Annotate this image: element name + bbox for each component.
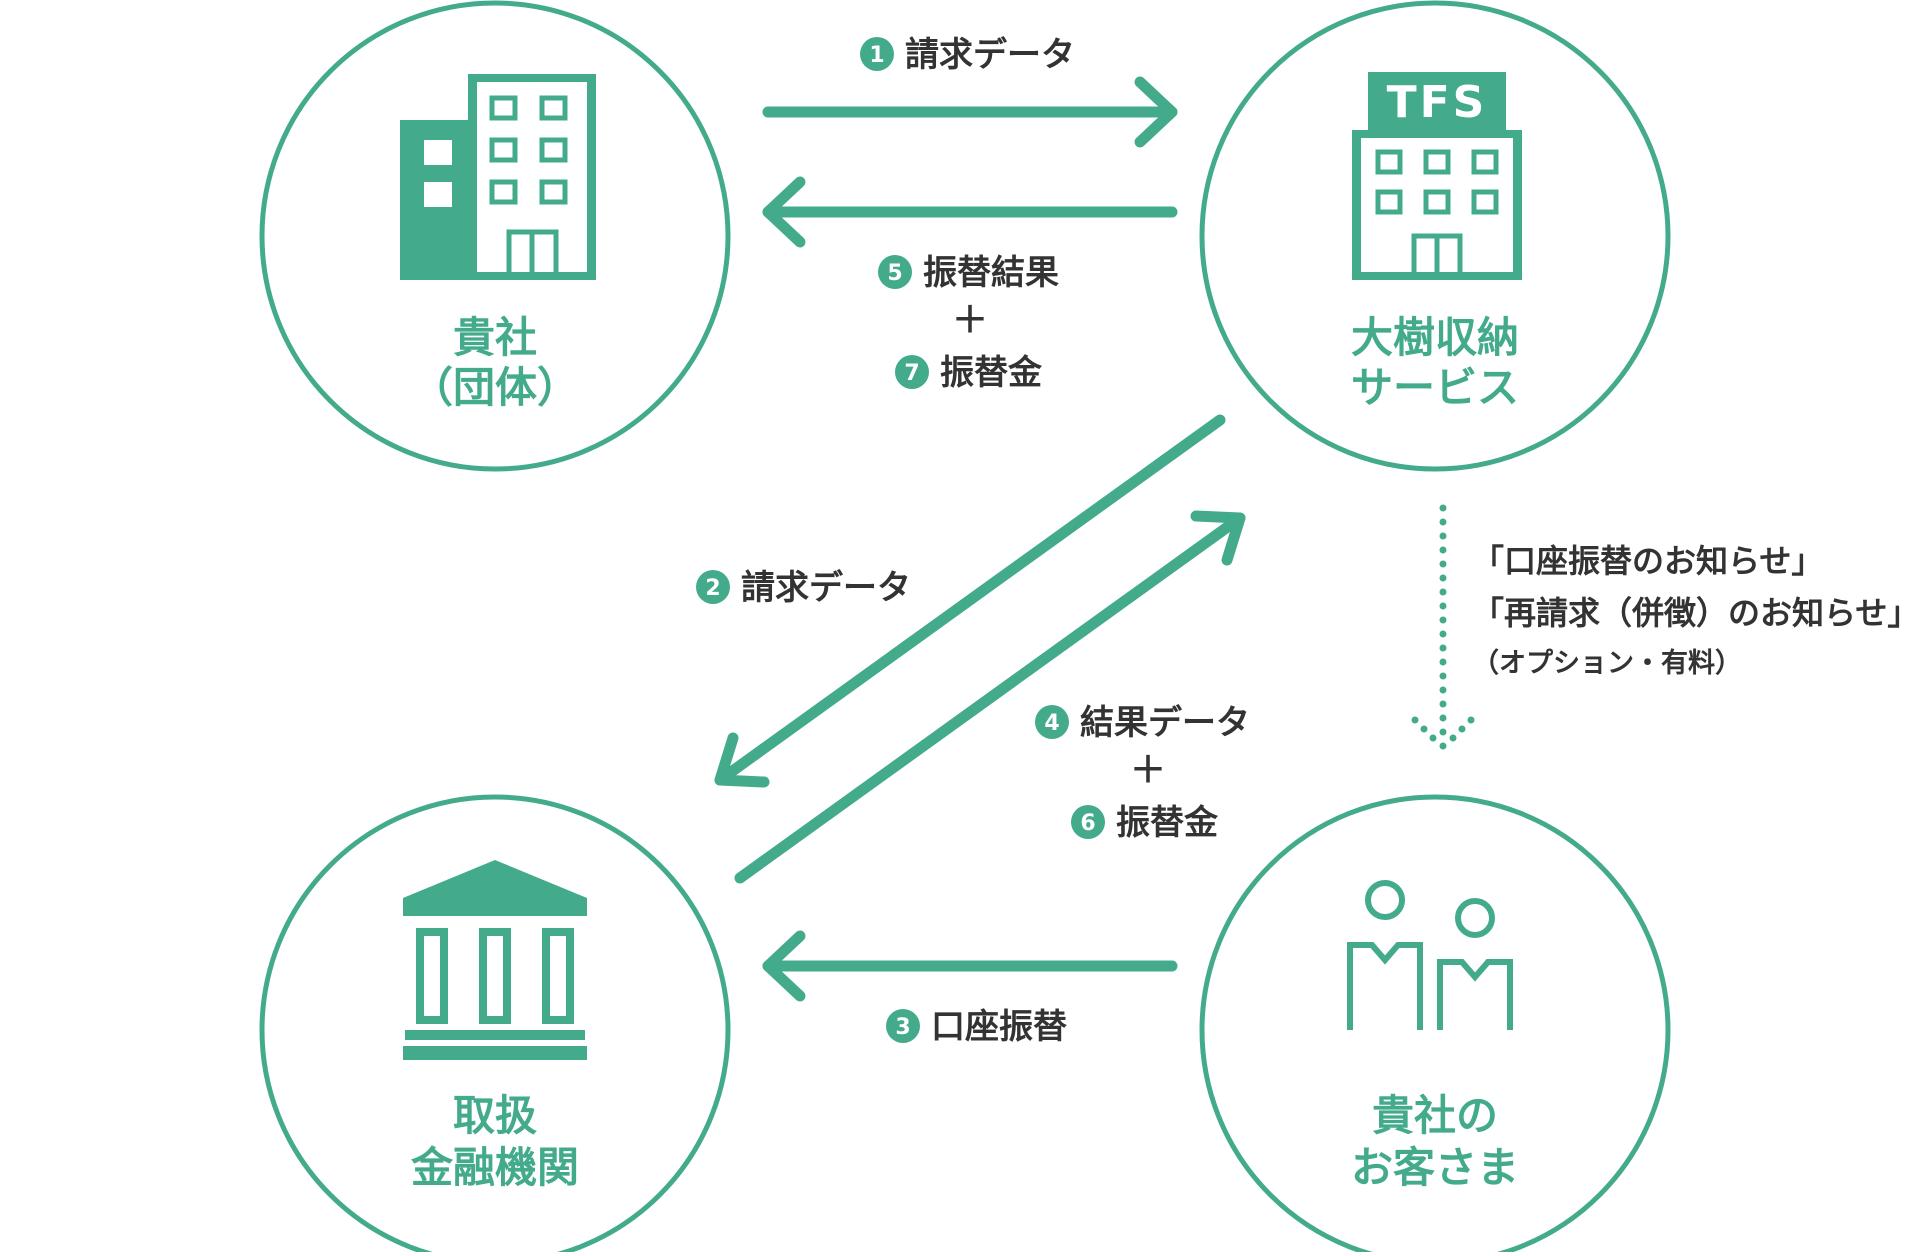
- bank-node-circle: [259, 794, 731, 1256]
- notice-line-3: （オプション・有料）: [1472, 648, 1742, 679]
- step-5-number: 5: [887, 261, 902, 286]
- step-1-number: 1: [869, 43, 884, 68]
- step-3-number: 3: [895, 1015, 910, 1040]
- company-node-circle: [259, 0, 731, 472]
- plus-sign-lower: ＋: [1130, 750, 1166, 791]
- office-building-icon: [400, 74, 596, 280]
- bank-icon: [403, 860, 587, 1060]
- step-1-label: 1 請求データ: [860, 35, 1075, 75]
- step-6-number: 6: [1080, 811, 1095, 836]
- arrow-tfs-to-company: [762, 176, 1178, 248]
- tfs-node-circle: [1199, 0, 1671, 472]
- customers-node-circle: [1199, 794, 1671, 1256]
- step-6-badge: [1071, 805, 1105, 839]
- step-1-text: 請求データ: [905, 35, 1075, 75]
- customers-label-line1: 貴社の: [1372, 1091, 1498, 1140]
- customers-label-line2: お客さま: [1351, 1143, 1519, 1192]
- step-4-text: 結果データ: [1080, 703, 1250, 743]
- notice-block: 「口座振替のお知らせ」 「再請求（併徴）のお知らせ」 （オプション・有料）: [1472, 542, 1919, 679]
- tfs-sign-text: TFS: [1387, 77, 1488, 128]
- arrow-company-to-tfs: [762, 76, 1178, 148]
- step-3-text: 口座振替: [931, 1007, 1067, 1047]
- step-5-badge: [878, 255, 912, 289]
- step-4-badge: [1035, 705, 1069, 739]
- step-7-badge: [895, 355, 929, 389]
- step-2-badge: [696, 570, 730, 604]
- tfs-label-line1: 大樹収納: [1351, 313, 1519, 362]
- step-4-label: 4 結果データ: [1035, 703, 1250, 743]
- arrow-bank-to-tfs: [734, 510, 1246, 884]
- step-1-badge: [860, 37, 894, 71]
- step-2-text: 請求データ: [741, 568, 911, 608]
- arrow-tfs-to-bank: [714, 414, 1226, 788]
- step-7-text: 振替金: [940, 353, 1043, 393]
- notice-line-1: 「口座振替のお知らせ」: [1472, 542, 1823, 580]
- bank-label-line2: 金融機関: [410, 1143, 579, 1192]
- step-7-number: 7: [904, 361, 919, 386]
- tfs-building-icon: TFS: [1352, 72, 1522, 280]
- step-3-badge: [886, 1009, 920, 1043]
- notice-line-2: 「再請求（併徴）のお知らせ」: [1472, 594, 1919, 632]
- company-label-line2: （団体）: [411, 363, 579, 412]
- step-6-text: 振替金: [1116, 803, 1219, 843]
- bank-label-line1: 取扱: [453, 1091, 537, 1140]
- step-5-label: 5 振替結果: [878, 253, 1059, 293]
- step-2-number: 2: [705, 576, 720, 601]
- step-6-label: 6 振替金: [1071, 803, 1219, 843]
- tfs-label-line2: サービス: [1351, 363, 1519, 412]
- step-4-number: 4: [1044, 711, 1059, 736]
- step-7-label: 7 振替金: [895, 353, 1043, 393]
- plus-sign-upper: ＋: [952, 300, 988, 341]
- step-2-label: 2 請求データ: [696, 568, 911, 608]
- arrow-customers-to-bank: [762, 930, 1178, 1002]
- dotted-arrow-tfs-to-customers: [1411, 504, 1475, 750]
- company-label-line1: 貴社: [453, 313, 537, 362]
- step-3-label: 3 口座振替: [886, 1007, 1067, 1047]
- people-icon: [1347, 880, 1513, 1030]
- step-5-text: 振替結果: [923, 253, 1059, 293]
